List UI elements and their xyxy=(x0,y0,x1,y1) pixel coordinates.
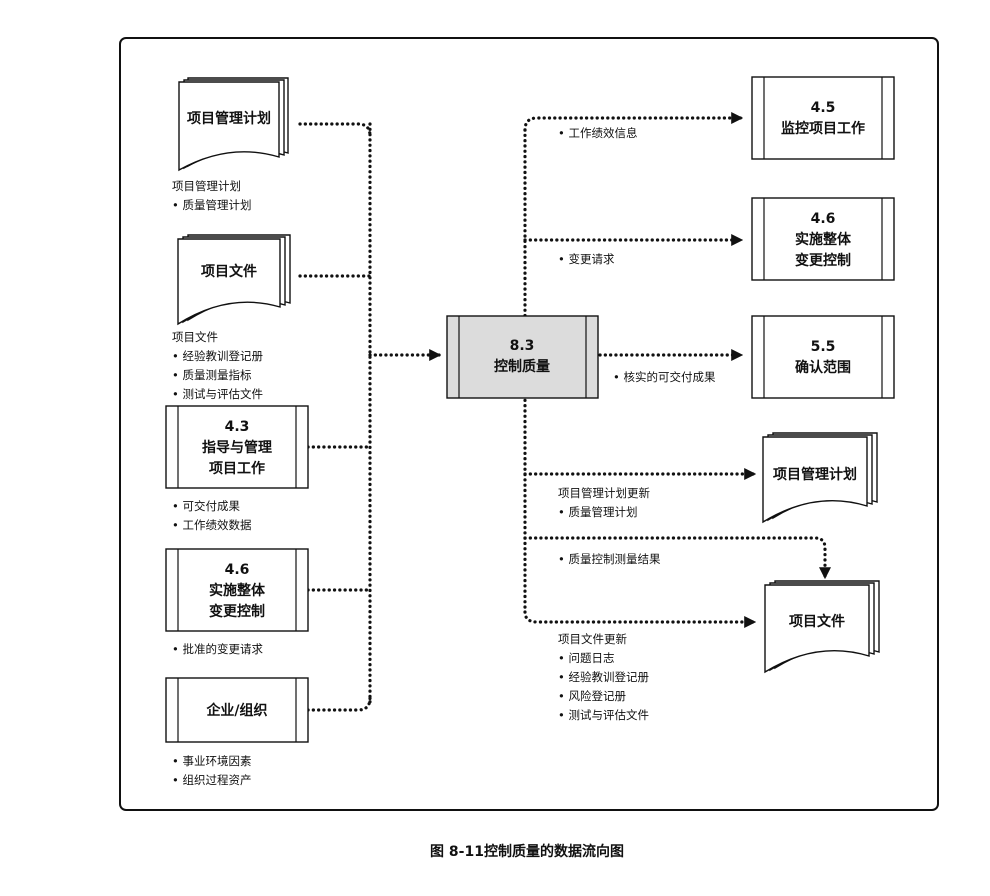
pmp-input-note-2: • 质量管理计划 xyxy=(172,198,251,212)
pmp-output-label-1: 项目管理计划更新 xyxy=(558,486,650,500)
docs-output-label-5: • 测试与评估文件 xyxy=(558,708,649,722)
docs-output-top-label: • 质量控制测量结果 xyxy=(558,552,661,566)
flow-org-input xyxy=(306,696,372,712)
input-project-management-plan[interactable]: 项目管理计划 xyxy=(178,77,289,172)
input-enterprise-organization[interactable]: 企业/组织 xyxy=(165,677,309,743)
input-process-4-6[interactable]: 4.6 实施整体 变更控制 xyxy=(165,548,309,632)
p43-note-1: • 可交付成果 xyxy=(172,499,240,513)
pmp-input-note-1: 项目管理计划 xyxy=(172,179,241,193)
docs-output-label-1: 项目文件更新 xyxy=(558,632,627,646)
flow-to-docs-top xyxy=(523,536,831,580)
p55-flow-label: • 核实的可交付成果 xyxy=(613,370,716,384)
docs-output-label-3: • 经验教训登记册 xyxy=(558,670,649,684)
p46-flow-label: • 变更请求 xyxy=(558,252,615,266)
p45-flow-label: • 工作绩效信息 xyxy=(558,126,637,140)
p46-input-title-2: 实施整体 xyxy=(209,582,266,599)
docs-output-label-4: • 风险登记册 xyxy=(558,689,626,703)
flow-pmp-input xyxy=(298,122,372,138)
p43-title-3: 项目工作 xyxy=(209,460,265,477)
org-note-1: • 事业环境因素 xyxy=(172,754,251,768)
p45-title-1: 4.5 xyxy=(811,100,836,116)
output-process-5-5[interactable]: 5.5 确认范围 xyxy=(751,315,895,399)
p46-input-title-3: 变更控制 xyxy=(209,603,265,620)
center-process-8-3[interactable]: 8.3 控制质量 xyxy=(446,315,599,399)
pmp-input-title: 项目管理计划 xyxy=(187,110,271,127)
center-title-2: 控制质量 xyxy=(494,358,550,375)
p46-output-title-2: 实施整体 xyxy=(795,231,852,248)
output-project-documents[interactable]: 项目文件 xyxy=(764,580,880,674)
docs-output-label-2: • 问题日志 xyxy=(558,651,614,665)
flow-to-p45 xyxy=(523,112,744,132)
output-process-4-5[interactable]: 4.5 监控项目工作 xyxy=(751,76,895,160)
p46-output-title-3: 变更控制 xyxy=(795,252,851,269)
flow-lines xyxy=(298,112,831,712)
p46-input-title-1: 4.6 xyxy=(225,562,250,578)
p45-title-2: 监控项目工作 xyxy=(781,120,865,137)
docs-input-note-1: 项目文件 xyxy=(172,330,218,344)
center-title-1: 8.3 xyxy=(510,338,535,354)
p43-title-1: 4.3 xyxy=(225,419,250,435)
pmp-output-title: 项目管理计划 xyxy=(773,466,857,483)
p43-note-2: • 工作绩效数据 xyxy=(172,518,252,532)
input-process-4-3[interactable]: 4.3 指导与管理 项目工作 xyxy=(165,405,309,489)
p46-output-title-1: 4.6 xyxy=(811,211,836,227)
flow-to-docs xyxy=(523,610,757,628)
p43-title-2: 指导与管理 xyxy=(202,439,272,456)
docs-input-title: 项目文件 xyxy=(201,263,257,280)
diagram-frame xyxy=(119,37,939,811)
pmp-output-label-2: • 质量管理计划 xyxy=(558,505,637,519)
docs-input-note-4: • 测试与评估文件 xyxy=(172,387,263,401)
p46-input-note-1: • 批准的变更请求 xyxy=(172,642,263,656)
p55-title-1: 5.5 xyxy=(811,339,836,355)
output-process-4-6[interactable]: 4.6 实施整体 变更控制 xyxy=(751,197,895,281)
docs-output-title: 项目文件 xyxy=(789,613,845,630)
p55-title-2: 确认范围 xyxy=(795,359,851,376)
org-title: 企业/组织 xyxy=(205,702,267,719)
output-project-management-plan[interactable]: 项目管理计划 xyxy=(762,432,878,524)
figure-caption: 图 8-11控制质量的数据流向图 xyxy=(430,843,624,860)
docs-input-note-3: • 质量测量指标 xyxy=(172,368,251,382)
org-note-2: • 组织过程资产 xyxy=(172,773,251,787)
input-project-documents[interactable]: 项目文件 xyxy=(177,234,291,326)
docs-input-note-2: • 经验教训登记册 xyxy=(172,349,263,363)
